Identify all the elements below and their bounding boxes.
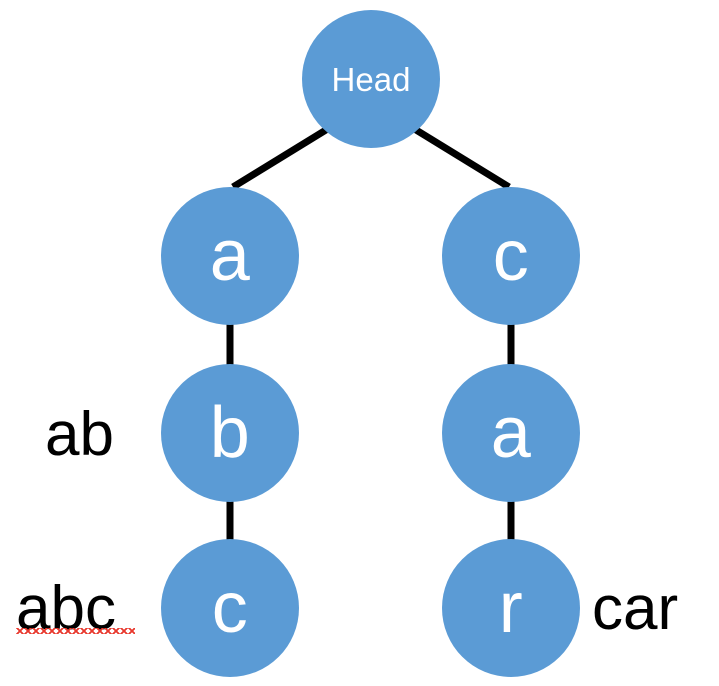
tree-node-label: r [498, 568, 524, 648]
tree-edge-root-to-n_c1 [406, 122, 511, 190]
tree-node-label: c [492, 216, 530, 296]
label-ab: ab [45, 400, 114, 469]
tree-node-label: a [209, 216, 251, 296]
tree-node-n_r[interactable]: r [442, 539, 580, 677]
tree-node-label: b [209, 393, 251, 473]
label-car: car [592, 574, 679, 643]
tree-node-n_a1[interactable]: a [161, 187, 299, 325]
spellcheck-underline-icon [16, 628, 135, 634]
tree-node-n_c1[interactable]: c [442, 187, 580, 325]
tree-node-root[interactable]: Head [302, 10, 440, 148]
tree-node-n_a2[interactable]: a [442, 364, 580, 502]
tree-node-n_c2[interactable]: c [161, 539, 299, 677]
tree-node-label: c [211, 568, 249, 648]
tree-node-label: a [490, 393, 532, 473]
tree-node-n_b[interactable]: b [161, 364, 299, 502]
tree-edge-root-to-n_a1 [231, 122, 336, 190]
tree-node-label: Head [331, 60, 411, 98]
